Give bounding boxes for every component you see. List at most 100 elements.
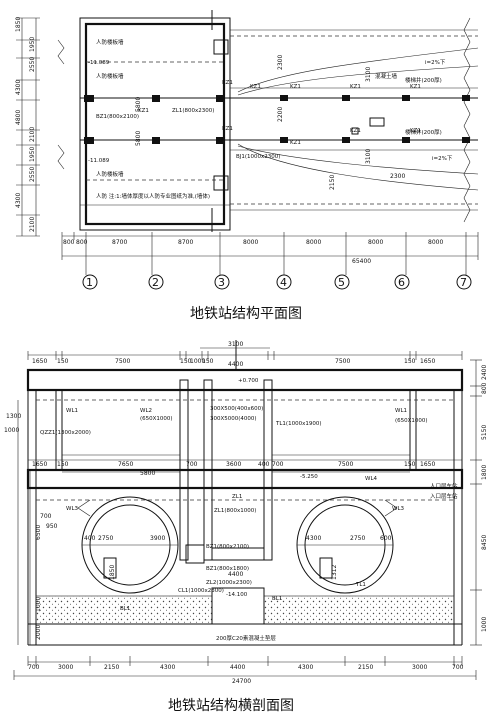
axis-4: 4 (280, 276, 287, 289)
plan-left-dim-9: 2100 (29, 217, 36, 232)
sec-dim-1850: 1850 (109, 565, 116, 580)
sec-zl2: ZL2(1000x2300) (206, 580, 252, 586)
axis-7: 7 (460, 276, 467, 289)
sec-dim-2750: 2750 (98, 535, 113, 542)
plan-zl-label: ZL1(800x2300) (172, 108, 214, 114)
sec-right-dim-1: 800 (481, 382, 488, 394)
plan-total-dim: 65400 (352, 258, 371, 265)
sec-dim-4400-mid: 4400 (228, 571, 243, 578)
sec-top-dim-8: 1650 (420, 358, 435, 365)
sec-wl4: WL4 (365, 476, 378, 482)
plan-kz-6: KZ1 (410, 128, 421, 134)
sec-wl3-right: WL3 (392, 506, 405, 512)
plan-slope-2: i=2%下 (432, 155, 453, 162)
sec-right-dim-0: 2400 (481, 365, 488, 380)
plan-note-3: 人防楼板墙 (96, 170, 124, 178)
sec-left-dim-1: 1000 (4, 427, 19, 434)
sec-dim-5800: 5800 (140, 470, 155, 477)
sec-dim300: 300X500(400x600) (210, 406, 263, 412)
sec-top-dim-0: 1650 (32, 358, 47, 365)
sec-bottom-dim-5: 4300 (298, 664, 313, 671)
plan-kz-2: KZ1 (290, 84, 301, 90)
plan-dim-i: 5800 (135, 131, 142, 146)
plan-dim-e: 3100 (365, 149, 372, 164)
sec-dim-4300: 4300 (306, 535, 321, 542)
plan-slope-1: i=2%下 (425, 59, 446, 66)
plan-dim-h: 5800 (135, 97, 142, 112)
plan-note-2: 人防楼板墙 (96, 72, 124, 80)
plan-break-lines (57, 17, 471, 223)
sec-bottom-note: 200厚C20素混凝土垫层 (216, 634, 276, 642)
sec-top-dim-4: 1000 (190, 358, 205, 365)
plan-bj-label: BJ1(1000x2300) (236, 154, 280, 160)
plan-bottom-dim-4: 8000 (243, 239, 258, 246)
sec-bl2: BL1 (120, 606, 130, 612)
plan-bottom-dim-1: 800 (76, 239, 88, 246)
sec-mid-dim-6: 700 (272, 461, 284, 468)
sec-right-dim-5: 1000 (481, 617, 488, 632)
plan-note-4: 人防 注:1:墙体厚度以人防专业图纸为准,(墙体) (96, 192, 210, 200)
plan-left-dim-0: 1850 (15, 17, 22, 32)
sec-mid-dim-3: 700 (186, 461, 198, 468)
sec-right-dim-4: 8450 (481, 535, 488, 550)
plan-bz-label: BZ1(800x2100) (96, 114, 139, 120)
sec-dim-3900: 3900 (150, 535, 165, 542)
sec-elev-14100: -14.100 (226, 592, 248, 598)
plan-kz-5: KZ1 (350, 128, 361, 134)
plan-bottom-dim-6: 8000 (368, 239, 383, 246)
plan-view: 1850 1950 2550 4300 4800 2100 1950 2550 … (15, 10, 479, 322)
sec-left-dim-4: 2000 (35, 625, 42, 640)
plan-dim-g: 2150 (329, 175, 336, 190)
plan-elev-bottom: -11.089 (88, 158, 110, 164)
sec-dim-400: 400 (84, 535, 96, 542)
plan-left-dim-7: 2550 (29, 167, 36, 182)
plan-left-dim-5: 2100 (29, 127, 36, 142)
plan-station-outline (79, 10, 231, 232)
axis-6: 6 (398, 276, 405, 289)
sec-bottom-dim-7: 3000 (412, 664, 427, 671)
sec-bottom-dim-6: 2150 (358, 664, 373, 671)
sec-dim-1312: 1312 (331, 565, 338, 580)
sec-fl: (650X1000) (140, 416, 173, 422)
plan-bottom-dim-7: 8000 (428, 239, 443, 246)
sec-fl2: (650X1000) (395, 418, 428, 424)
sec-top-dim-1: 150 (57, 358, 69, 365)
sec-bottom-dim-1: 3000 (58, 664, 73, 671)
plan-stair-1: 楼梯井(200厚) (405, 76, 442, 84)
sec-bottom-dim-0: 700 (28, 664, 40, 671)
plan-dim-f: 2300 (390, 173, 405, 180)
plan-kz-9: KZ1 (222, 80, 233, 86)
plan-bottom-dim-3: 8700 (178, 239, 193, 246)
plan-tracks (230, 29, 479, 211)
sec-top-dim-2: 7500 (115, 358, 130, 365)
sec-wl1-left: WL1 (66, 408, 78, 414)
sec-dim-950: 950 (46, 523, 58, 530)
plan-left-dim-2: 2550 (29, 57, 36, 72)
plan-left-dim-4: 4800 (15, 110, 22, 125)
plan-left-dim-8: 4300 (15, 193, 22, 208)
plan-left-dim-6: 1950 (29, 147, 36, 162)
sec-zl1: ZL1(800x1000) (214, 508, 256, 514)
sec-mid-dim-2: 7650 (118, 461, 133, 468)
sec-dim-2750b: 2750 (350, 535, 365, 542)
plan-left-dimension: 1850 1950 2550 4300 4800 2100 1950 2550 … (15, 17, 40, 237)
plan-kz-1: KZ1 (250, 84, 261, 90)
plan-labels: -11.089 -11.089 BZ1(800x2100) ZL1(800x23… (88, 38, 453, 200)
section-tunnels (77, 496, 398, 594)
plan-dim-b: 2300 (277, 55, 284, 70)
plan-axis-bubbles: 1 2 3 4 5 6 7 (82, 274, 472, 290)
sec-top-dim-6: 7500 (335, 358, 350, 365)
plan-note-1: 人防楼板墙 (96, 38, 124, 46)
sec-top-dim-7: 150 (404, 358, 416, 365)
sec-entry: 人口层车站 (430, 482, 458, 490)
section-top-dimension: 1650 150 7500 150 1000 150 7500 150 1650… (27, 341, 463, 368)
plan-kz-7: KZ1 (290, 140, 301, 146)
sec-elev-0700: +0.700 (238, 378, 259, 384)
sec-elev-5250: -5.250 (300, 474, 318, 480)
sec-right-dim-3: 1800 (481, 465, 488, 480)
sec-bz1: BZ1(800x2100) (206, 544, 249, 550)
sec-mid-dim-7: 7500 (338, 461, 353, 468)
plan-columns (84, 39, 470, 191)
sec-top-dim-3: 150 (180, 358, 192, 365)
